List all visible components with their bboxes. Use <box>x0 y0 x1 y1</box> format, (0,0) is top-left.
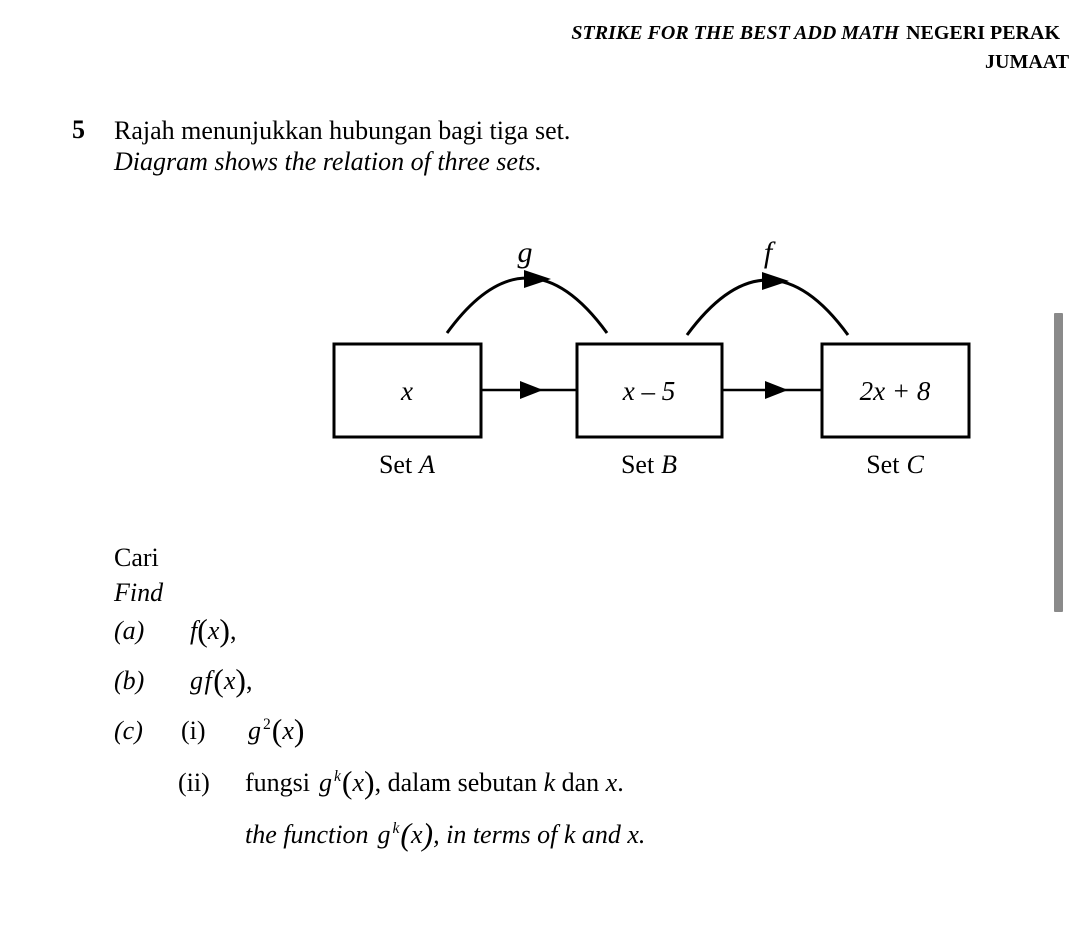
arc-f-label: f <box>764 236 776 269</box>
arrow-a-to-b-arrowhead-icon <box>520 381 543 399</box>
item-c-ii-malay-end: . <box>617 768 624 797</box>
item-c-ii-english-prefix: the function <box>245 820 369 849</box>
item-b-close-paren: ) <box>235 663 246 698</box>
document-header-line2: JUMAAT <box>985 51 1069 73</box>
item-c-ii-base: g <box>319 768 332 797</box>
item-a-suffix: , <box>229 616 237 645</box>
item-c-ii-open-paren: ( <box>341 765 353 800</box>
question-text-english: Diagram shows the relation of three sets… <box>114 147 542 176</box>
item-c-ii-english-arg: x <box>410 820 423 849</box>
question-number: 5 <box>72 115 85 144</box>
question-intro: Rajah menunjukkan hubungan bagi tiga set… <box>114 115 570 177</box>
item-c-ii-arg: x <box>352 768 365 797</box>
item-c-i-sup: 2 <box>263 716 271 734</box>
header-title-italic: STRIKE FOR THE BEST ADD MATH <box>571 22 900 44</box>
task-item-b: (b) gf(x), <box>114 663 252 699</box>
task-item-a: (a) f(x), <box>114 613 236 649</box>
item-c-ii-var-k: k <box>543 768 556 797</box>
item-c-ii-marker: (ii) <box>178 768 210 797</box>
item-c-ii-sup: k <box>334 768 341 786</box>
item-c-ii-var-x: x <box>605 768 618 797</box>
item-c-i-base: g <box>248 716 261 745</box>
arc-f-arrowhead-icon <box>762 272 789 290</box>
item-b-open-paren: ( <box>213 663 224 698</box>
item-c-ii-english-base: g <box>377 820 391 849</box>
item-c-i-close-paren: ) <box>293 713 305 748</box>
item-c-ii-english-sup: k <box>392 820 400 838</box>
item-b-suffix: , <box>245 666 253 695</box>
task-cari: Cari <box>114 543 159 572</box>
item-c-ii-malay-dan: dan <box>555 768 606 797</box>
question-text-malay: Rajah menunjukkan hubungan bagi tiga set… <box>114 116 571 145</box>
item-a-arg: x <box>207 616 220 645</box>
document-header-line1: STRIKE FOR THE BEST ADD MATH NEGERI PERAK <box>571 22 1060 45</box>
item-a-close-paren: ) <box>219 613 230 648</box>
arc-g-label: g <box>518 236 533 269</box>
set-a-value: x <box>400 376 413 406</box>
item-b-arg: x <box>223 666 236 695</box>
item-c-ii-close-paren: ) <box>364 765 375 800</box>
scrollbar-thumb[interactable] <box>1054 313 1063 612</box>
item-c-i-open-paren: ( <box>271 713 283 748</box>
item-c-marker: (c) <box>114 716 143 745</box>
item-c-ii-english-open-paren: ( <box>400 817 411 852</box>
item-c-ii-english-close-paren: ) <box>422 817 434 852</box>
item-b-marker: (b) <box>114 666 145 695</box>
set-b-value: x – 5 <box>622 376 675 406</box>
item-a-marker: (a) <box>114 616 145 645</box>
item-c-i-arg: x <box>282 716 294 745</box>
task-find: Find <box>114 578 164 607</box>
item-c-i-marker: (i) <box>181 716 206 745</box>
item-b-base: gf <box>190 666 214 695</box>
arrow-b-to-c-arrowhead-icon <box>765 381 788 399</box>
item-c-ii-malay-after: , dalam sebutan <box>374 768 544 797</box>
set-c-value: 2x + 8 <box>860 376 931 406</box>
arc-g-arrowhead-icon <box>524 270 551 288</box>
item-c-ii-malay-prefix: fungsi <box>245 768 310 797</box>
arc-f <box>685 278 850 336</box>
item-a-open-paren: ( <box>197 613 208 648</box>
header-title-bold: NEGERI PERAK <box>906 22 1060 44</box>
item-a-base: f <box>190 616 198 645</box>
item-c-ii-english-suffix: , in terms of k and x. <box>433 820 646 849</box>
